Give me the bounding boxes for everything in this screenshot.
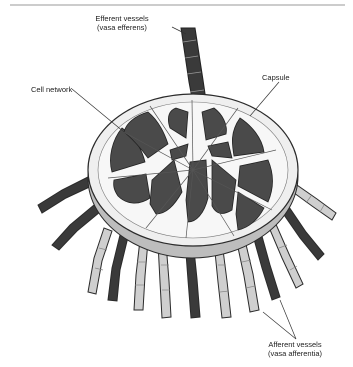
efferent-vessels-label: Efferent vessels (vasa efferens) (80, 14, 164, 32)
efferent-label-line2: (vasa efferens) (80, 23, 164, 32)
afferent-label-line2: (vasa afferentia) (255, 349, 335, 358)
efferent-label-line1: Efferent vessels (80, 14, 164, 23)
afferent-vessels-label: Afferent vessels (vasa afferentia) (255, 340, 335, 358)
cell-network-label: Cell network (31, 85, 72, 94)
afferent-label-line1: Afferent vessels (255, 340, 335, 349)
capsule-label: Capsule (262, 73, 290, 82)
